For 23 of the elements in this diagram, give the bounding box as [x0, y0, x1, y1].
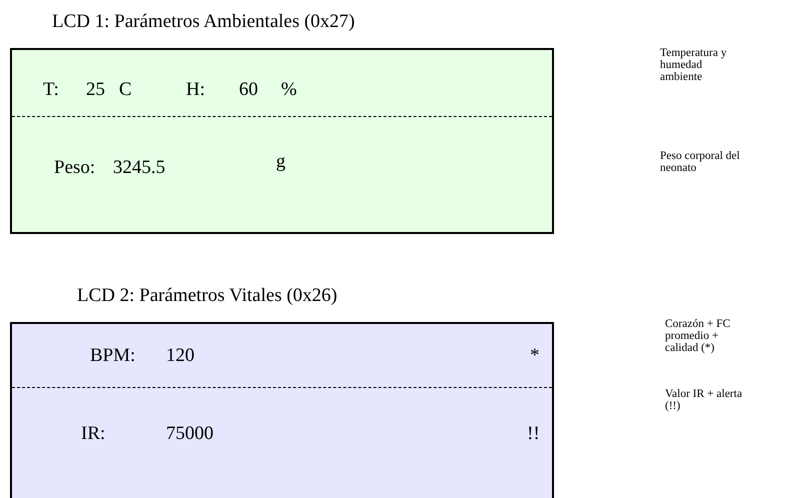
annotation-note: Temperatura y humedad ambiente	[660, 47, 728, 84]
display-text: 75000	[166, 424, 214, 443]
annotation-note: Peso corporal del neonato	[660, 150, 740, 174]
display-text: BPM:	[90, 346, 136, 365]
display-text: H:	[186, 80, 205, 99]
display-text: IR:	[81, 424, 106, 443]
display-text: C	[119, 80, 132, 99]
display-text: T:	[43, 80, 59, 99]
display-title: LCD 1: Parámetros Ambientales (0x27)	[52, 12, 355, 31]
annotation-note: Valor IR + alerta (!!)	[665, 388, 744, 412]
display-text: 60	[239, 80, 258, 99]
display-text: Peso:	[54, 158, 96, 177]
display-text: !!	[527, 424, 540, 443]
display-text: 120	[166, 346, 194, 365]
lcd-display-panel	[10, 322, 554, 498]
display-text: 3245.5	[113, 158, 166, 177]
lcd-display-panel	[10, 48, 554, 234]
display-text: 25	[86, 80, 105, 99]
annotation-note: Corazón + FC promedio + calidad (*)	[665, 318, 732, 354]
display-text: *	[530, 346, 540, 365]
display-text: g	[276, 152, 286, 171]
display-text: %	[281, 80, 297, 99]
display-title: LCD 2: Parámetros Vitales (0x26)	[77, 286, 338, 305]
